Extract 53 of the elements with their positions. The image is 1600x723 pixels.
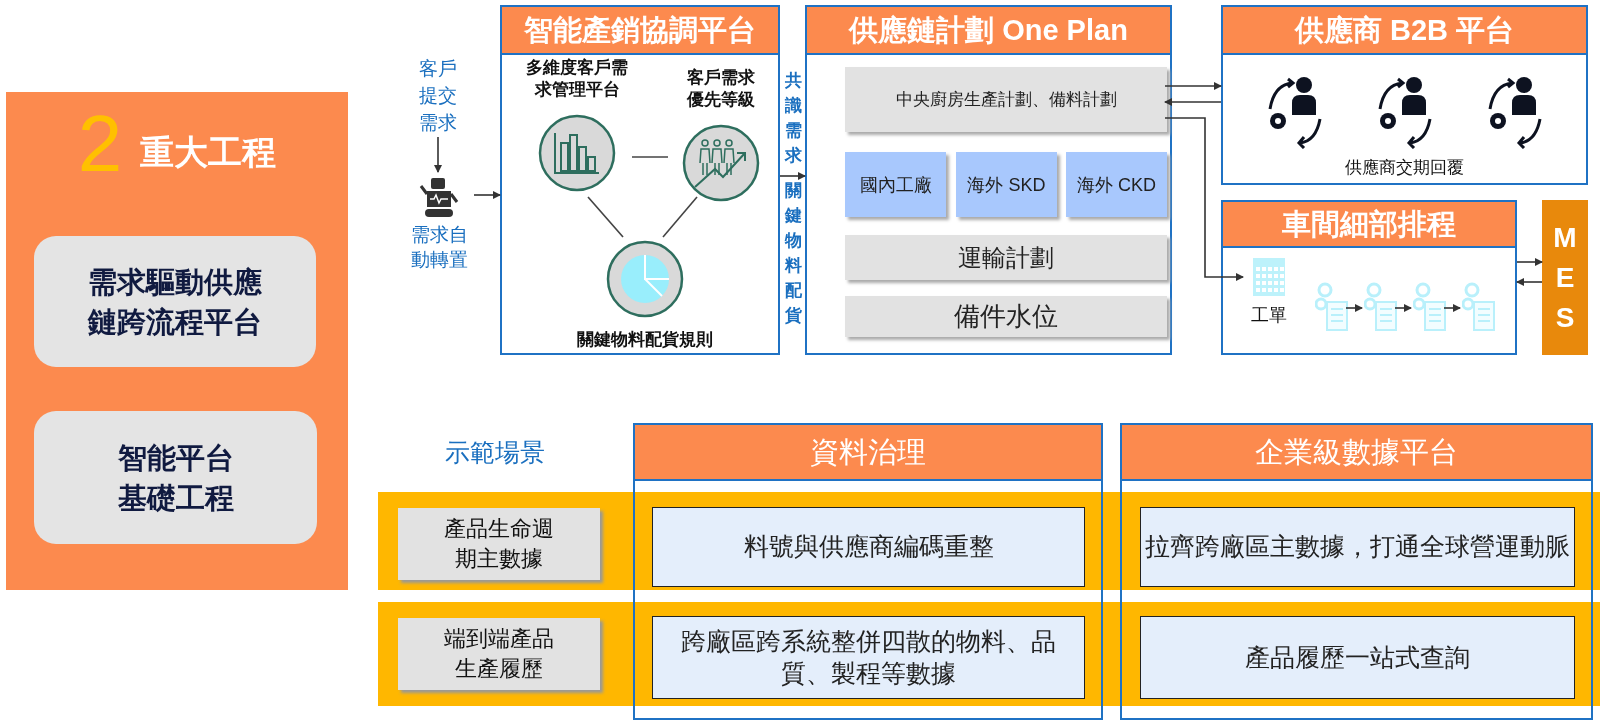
- arrow: [1164, 82, 1222, 90]
- input-text: 需求自動轉置: [409, 223, 469, 272]
- section-number: 2: [77, 102, 123, 186]
- node-label: 多維度客戶需求管理平台: [525, 57, 629, 101]
- panel-header: 車間細部排程: [1223, 202, 1515, 248]
- plan-box: 中央廚房生產計劃、備料計劃: [845, 67, 1167, 132]
- connector-line: [631, 156, 669, 158]
- platform-panel: [805, 5, 1172, 355]
- arrow: [1164, 98, 1222, 106]
- panel-caption: 供應商交期回覆: [1344, 157, 1465, 179]
- scenario-box: 產品生命週期主數據: [398, 508, 600, 580]
- scenario-box: 端到端產品生產履歷: [398, 618, 600, 690]
- platform-panel: [500, 5, 780, 355]
- platform-panel: [1221, 5, 1588, 185]
- process-box: 需求驅動供應鏈跨流程平台: [34, 236, 316, 367]
- side-note: 關鍵物料配貨: [783, 180, 803, 327]
- input-text: 客戶提交需求: [418, 57, 458, 135]
- table-cell: 產品履歷一站式查詢: [1140, 616, 1575, 699]
- arrow: [1516, 258, 1543, 266]
- arrow: [1443, 304, 1461, 312]
- platform-panel: [1221, 200, 1517, 355]
- arrow: [1345, 304, 1363, 312]
- arrow: [1516, 278, 1543, 286]
- plan-box: 備件水位: [845, 296, 1167, 337]
- node-label: 客戶需求優先等級: [686, 67, 756, 111]
- node-label: 工單: [1249, 304, 1288, 327]
- arrow: [779, 172, 806, 180]
- arrow: [473, 191, 501, 199]
- system-box: MES: [1542, 200, 1588, 355]
- table-cell: 跨廠區跨系統整併四散的物料、品質、製程等數據: [652, 616, 1085, 699]
- connector-line: [587, 196, 624, 238]
- plant-box: 海外 SKD: [956, 152, 1057, 217]
- panel-header: 智能產銷協調平台: [502, 7, 778, 55]
- arrow: [1164, 117, 1244, 281]
- panel-header: 企業級數據平台: [1122, 425, 1591, 481]
- plan-box: 運輸計劃: [845, 235, 1167, 280]
- table-cell: 拉齊跨廠區主數據，打通全球營運動脈: [1140, 507, 1575, 587]
- side-panel: [6, 92, 348, 590]
- arrow: [434, 136, 442, 173]
- connector-line: [662, 196, 698, 238]
- panel-header: 供應鏈計劃 One Plan: [807, 7, 1170, 55]
- table-column: [633, 423, 1103, 720]
- node-label: 關鍵物料配貨規則: [576, 329, 714, 351]
- plant-box: 海外 CKD: [1066, 152, 1167, 217]
- arrow: [1394, 304, 1412, 312]
- process-box: 智能平台基礎工程: [34, 411, 317, 544]
- table-cell: 料號與供應商編碼重整: [652, 507, 1085, 587]
- panel-header: 供應商 B2B 平台: [1223, 7, 1586, 55]
- plant-box: 國內工廠: [845, 152, 946, 217]
- section-label: 示範場景: [444, 438, 546, 468]
- panel-header: 資料治理: [635, 425, 1101, 481]
- section-title: 重大工程: [140, 132, 277, 173]
- table-column: [1120, 423, 1593, 720]
